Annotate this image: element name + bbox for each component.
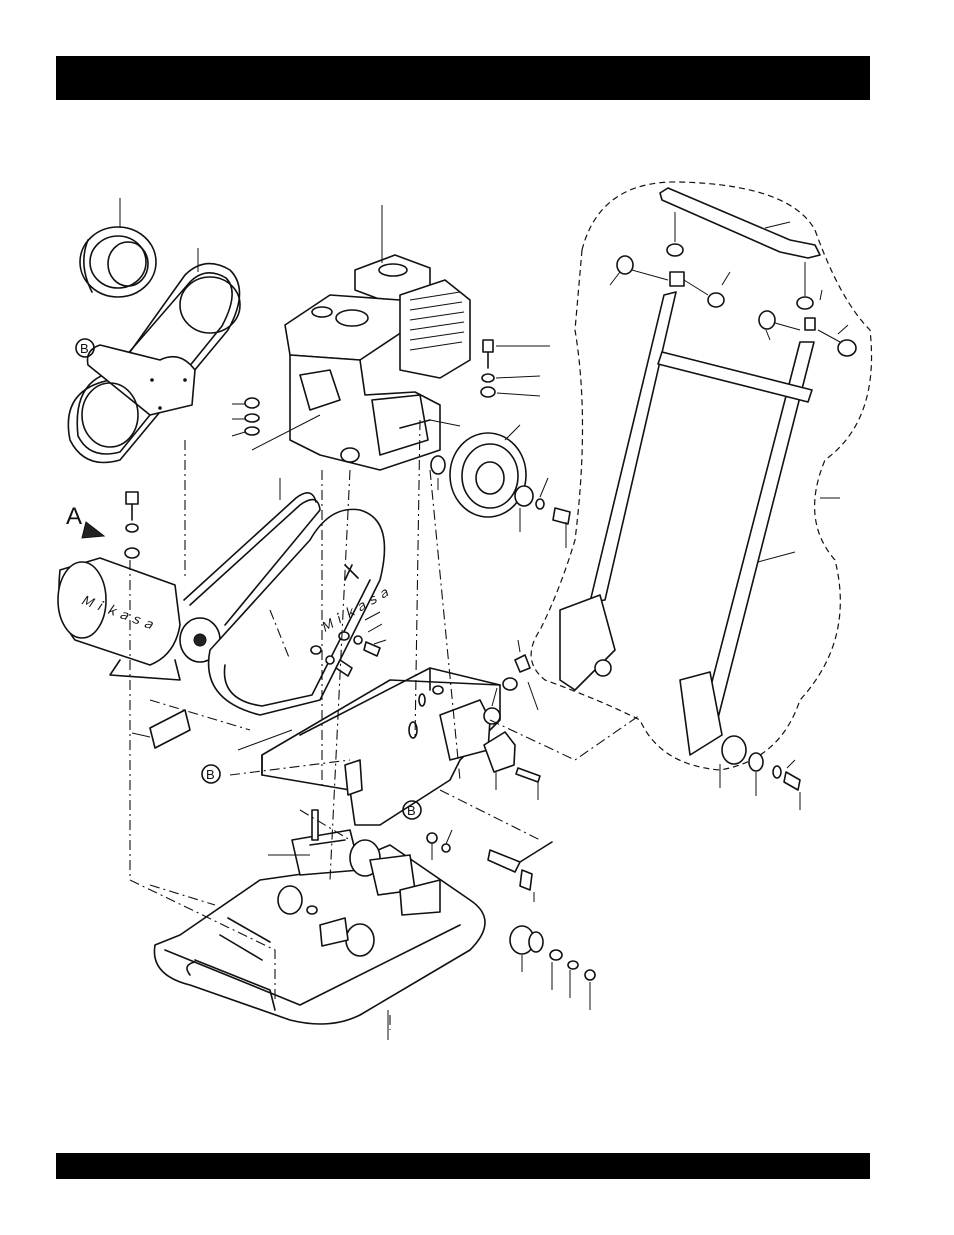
callout-b-left-label: B: [80, 341, 89, 356]
exciter-bolt-washers: [125, 492, 139, 558]
clutch-bolt-washer: [515, 478, 570, 548]
callout-b-mid-label: B: [206, 767, 215, 782]
engine: [285, 205, 470, 470]
exciter-housing: Ｍｉｋａｓａ: [58, 558, 220, 680]
handle-assembly: [531, 182, 871, 770]
view-a-marker: A: [66, 503, 104, 538]
belt-cover-plate: [82, 277, 240, 447]
callout-b-left: B: [76, 339, 94, 357]
nut-washer-stack: [232, 398, 259, 436]
drive-clutch-pulley: [431, 425, 526, 517]
engine-bolt-stack: [481, 340, 550, 397]
view-a-label: A: [66, 503, 82, 530]
driven-pulley: [80, 198, 156, 297]
mount-bolts-small: [427, 830, 452, 860]
callout-b-bottom-label: B: [407, 803, 416, 818]
callout-b-mid: B: [202, 765, 220, 783]
callout-b-bottom: B: [403, 801, 421, 819]
lifting-bracket: [488, 842, 552, 902]
right-mount-hardware: [510, 926, 595, 1010]
name-plate: [132, 710, 190, 748]
handle-lower-hardware: [720, 736, 800, 810]
